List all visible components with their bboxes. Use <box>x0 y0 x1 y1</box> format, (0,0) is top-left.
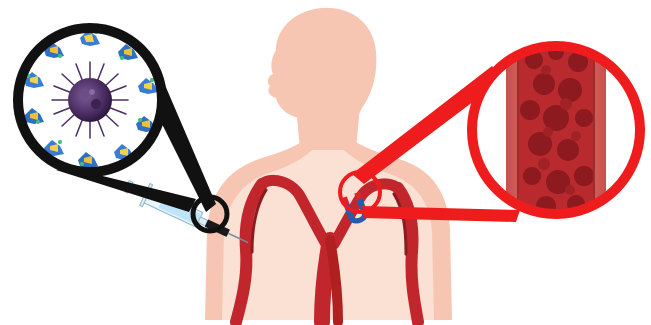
blood-vessel-icon <box>506 30 606 230</box>
nanoparticle-inset <box>18 28 162 172</box>
blood-vessel-inset <box>472 30 640 230</box>
